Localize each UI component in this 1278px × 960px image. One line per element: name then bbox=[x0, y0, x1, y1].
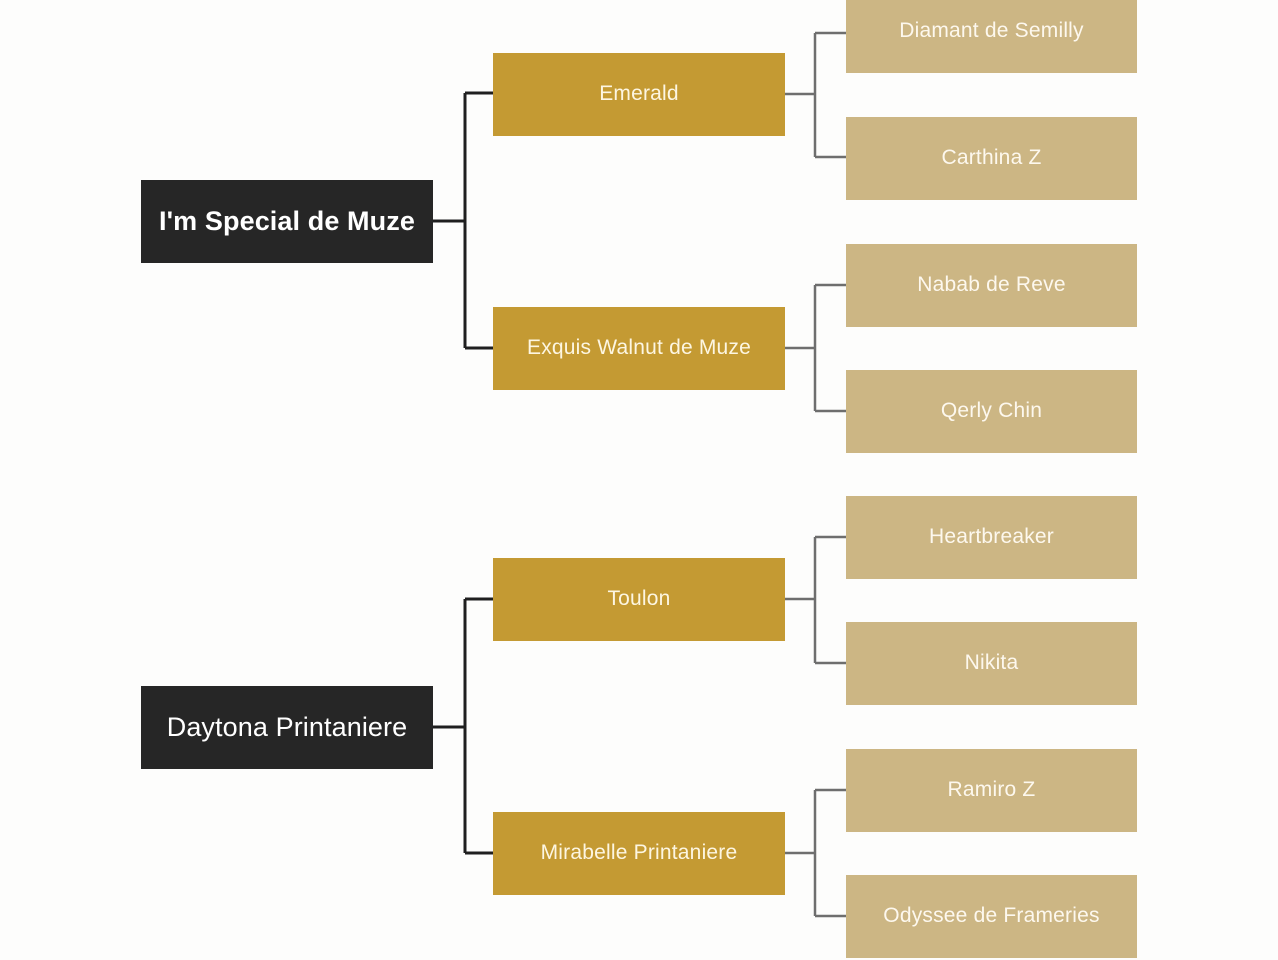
connector-root-2 bbox=[433, 597, 493, 855]
parent-node-toulon[interactable]: Toulon bbox=[493, 558, 785, 641]
connector-parent-toulon bbox=[785, 535, 846, 665]
grandparent-node-odyssee-de-frameries[interactable]: Odyssee de Frameries bbox=[846, 875, 1137, 958]
grandparent-node-ramiro-z[interactable]: Ramiro Z bbox=[846, 749, 1137, 832]
grandparent-node-qerly-chin[interactable]: Qerly Chin bbox=[846, 370, 1137, 453]
grandparent-node-nabab-de-reve[interactable]: Nabab de Reve bbox=[846, 244, 1137, 327]
root-node-daytona-printaniere[interactable]: Daytona Printaniere bbox=[141, 686, 433, 769]
grandparent-node-carthina-z[interactable]: Carthina Z bbox=[846, 117, 1137, 200]
grandparent-node-heartbreaker[interactable]: Heartbreaker bbox=[846, 496, 1137, 579]
connector-parent-mirabelle-printaniere bbox=[785, 788, 846, 918]
grandparent-node-diamant-de-semilly[interactable]: Diamant de Semilly bbox=[846, 0, 1137, 73]
grandparent-node-nikita[interactable]: Nikita bbox=[846, 622, 1137, 705]
connector-root-1 bbox=[433, 91, 493, 350]
parent-node-exquis-walnut-de-muze[interactable]: Exquis Walnut de Muze bbox=[493, 307, 785, 390]
connector-parent-emerald bbox=[785, 31, 846, 159]
root-node-im-special-de-muze[interactable]: I'm Special de Muze bbox=[141, 180, 433, 263]
connector-parent-exquis-walnut-de-muze bbox=[785, 283, 846, 413]
parent-node-mirabelle-printaniere[interactable]: Mirabelle Printaniere bbox=[493, 812, 785, 895]
parent-node-emerald[interactable]: Emerald bbox=[493, 53, 785, 136]
